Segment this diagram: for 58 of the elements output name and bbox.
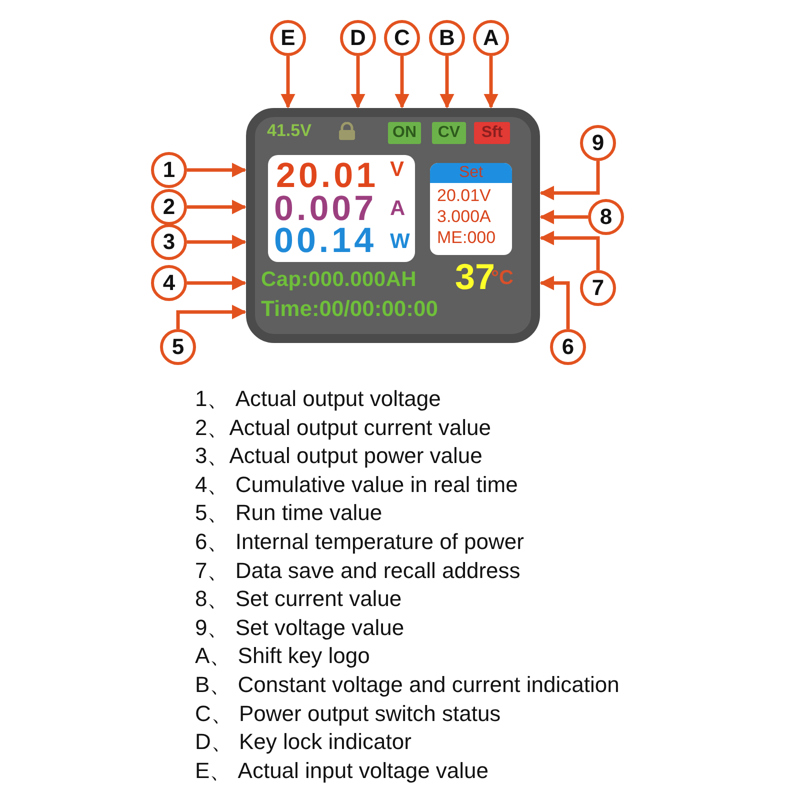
status-badge: Sft: [474, 122, 510, 144]
description-line: E、 Actual input voltage value: [195, 756, 489, 785]
arrow: [540, 230, 600, 270]
display-text: Time:00/00:00:00: [261, 297, 438, 322]
callout-circle: 9: [580, 125, 616, 161]
description-line: 9、 Set voltage value: [195, 614, 404, 642]
callout-circle: 8: [588, 199, 624, 235]
arrow: [540, 210, 588, 224]
callout-circle: D: [340, 20, 376, 56]
display-screen: [246, 108, 540, 343]
description-line: 2、Actual output current value: [195, 414, 491, 442]
arrow: [280, 56, 296, 108]
callout-circle: 7: [580, 270, 616, 306]
arrow: [176, 304, 246, 329]
arrow: [484, 56, 498, 108]
display-text: W: [390, 230, 410, 254]
description-line: 1、 Actual output voltage: [195, 385, 441, 413]
arrow: [187, 234, 246, 250]
status-badge: CV: [432, 122, 466, 144]
arrow: [540, 276, 570, 329]
callout-circle: B: [429, 20, 465, 56]
description-line: 8、 Set current value: [195, 585, 402, 614]
callout-circle: E: [270, 20, 306, 56]
callout-circle: C: [384, 20, 420, 56]
callout-circle: 5: [160, 329, 196, 365]
display-text: ME:000: [437, 229, 496, 248]
description-line: 6、 Internal temperature of power: [195, 528, 524, 556]
description-line: B、 Constant voltage and current indication: [195, 671, 620, 699]
setting-panel: [430, 163, 512, 255]
display-text: 41.5V: [267, 122, 312, 141]
callout-circle: 6: [550, 329, 586, 365]
arrow: [350, 56, 366, 108]
arrow: [187, 162, 246, 178]
description-line: A、 Shift key logo: [195, 642, 370, 670]
display-text: 3.000A: [437, 208, 491, 227]
callout-circle: 4: [151, 265, 187, 301]
callout-circle: 1: [151, 152, 187, 188]
status-badge: ON: [388, 122, 421, 144]
description-line: D、 Key lock indicator: [195, 728, 412, 756]
arrow: [440, 56, 454, 108]
display-text: V: [390, 158, 404, 182]
display-text: 20.01V: [437, 187, 491, 206]
arrow: [187, 200, 246, 214]
arrow: [394, 56, 410, 108]
description-line: 7、 Data save and recall address: [195, 556, 520, 585]
display-text: A: [390, 197, 406, 220]
description-line: C、 Power output switch status: [195, 700, 501, 728]
callout-circle: 3: [151, 224, 187, 260]
arrow: [540, 161, 600, 200]
callout-circle: A: [473, 20, 509, 56]
callout-circle: 2: [151, 189, 187, 225]
display-text: Cap:000.000AH: [261, 268, 417, 292]
description-line: 4、 Cumulative value in real time: [195, 470, 518, 499]
arrow: [187, 276, 246, 290]
description-line: 5、 Run time value: [195, 499, 382, 528]
description-line: 3、Actual output power value: [195, 442, 482, 470]
panel-header: Set: [430, 163, 512, 183]
reading-panel: [268, 155, 415, 262]
